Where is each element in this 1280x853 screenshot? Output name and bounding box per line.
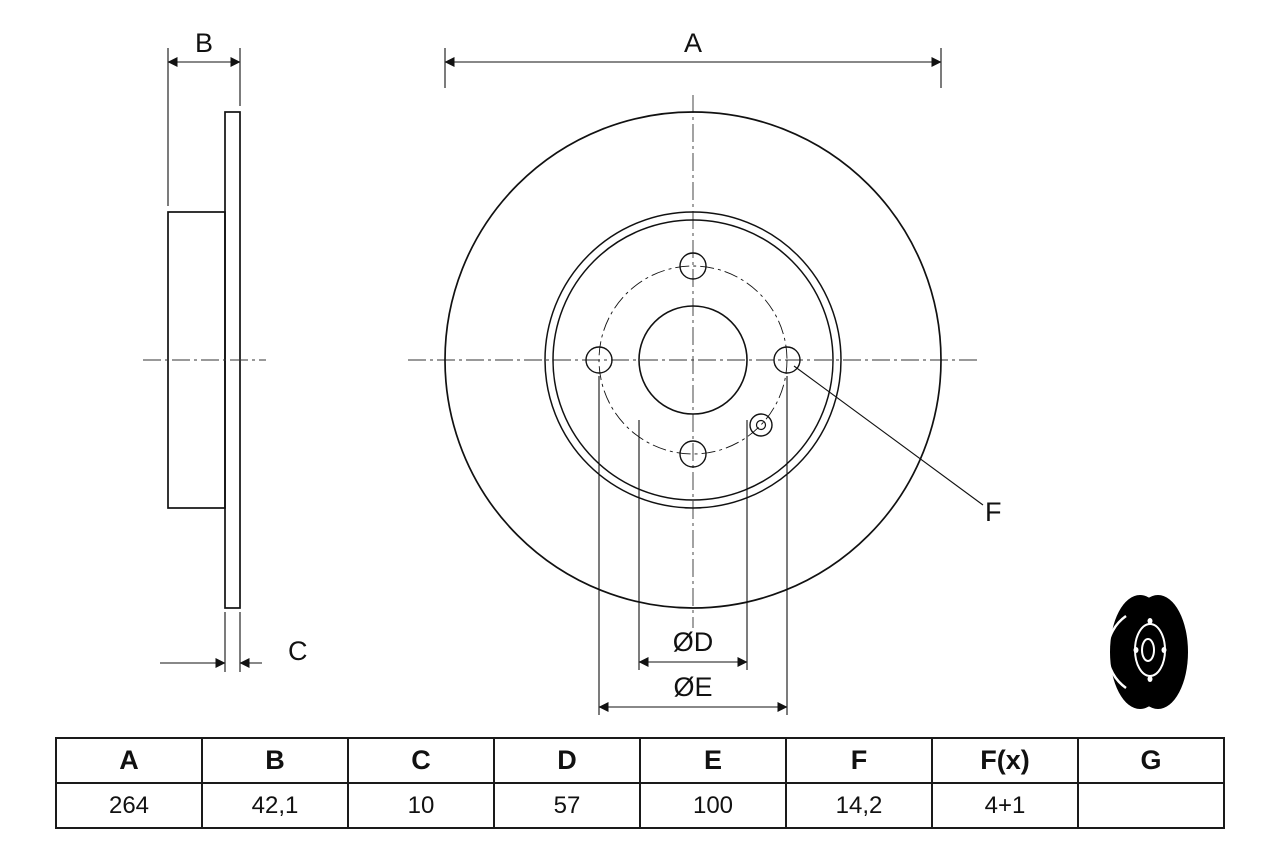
header-cell-e: E — [639, 737, 787, 784]
bolt-hole-left — [585, 346, 613, 374]
brake-disc-drawing: B C — [143, 28, 1188, 715]
header-cell-b: B — [201, 737, 349, 784]
value-cell-a: 264 — [55, 782, 203, 829]
header-cell-a: A — [55, 737, 203, 784]
front-view-centerlines — [408, 95, 978, 628]
center-bore-circle — [638, 305, 748, 415]
dimension-d-label: ØD — [673, 627, 714, 657]
value-cell-e: 100 — [639, 782, 787, 829]
f-leader-line — [793, 365, 984, 506]
value-cell-c: 10 — [347, 782, 495, 829]
brake-disc-3d-icon — [1106, 595, 1188, 709]
pin-hole-inner — [755, 419, 767, 431]
hat-inner-circle — [552, 219, 834, 501]
bolt-hole-bottom — [679, 440, 707, 468]
dimension-e-label: ØE — [673, 672, 712, 702]
dimension-a — [444, 48, 942, 88]
value-cell-fx: 4+1 — [931, 782, 1079, 829]
value-cell-d: 57 — [493, 782, 641, 829]
header-cell-c: C — [347, 737, 495, 784]
dimension-c — [160, 612, 262, 672]
pin-hole-outer — [749, 413, 773, 437]
bolt-circle-centerline — [598, 265, 788, 455]
dimension-c-label: C — [288, 636, 308, 666]
table-header-row: A B C D E F F(x) G — [55, 737, 1225, 784]
dimension-a-label: A — [684, 28, 702, 58]
hat-outer-circle — [544, 211, 842, 509]
value-cell-g — [1077, 782, 1225, 829]
dimension-f-label: F — [985, 497, 1002, 527]
dimension-table: A B C D E F F(x) G 264 42,1 10 57 100 14… — [55, 737, 1225, 829]
dimension-d — [638, 420, 748, 670]
dimension-b-label: B — [195, 28, 213, 58]
value-cell-f: 14,2 — [785, 782, 933, 829]
header-cell-d: D — [493, 737, 641, 784]
table-value-row: 264 42,1 10 57 100 14,2 4+1 — [55, 782, 1225, 829]
dimension-b — [167, 48, 241, 206]
bolt-hole-top — [679, 252, 707, 280]
header-cell-g: G — [1077, 737, 1225, 784]
value-cell-b: 42,1 — [201, 782, 349, 829]
dimension-e — [598, 376, 788, 715]
header-cell-fx: F(x) — [931, 737, 1079, 784]
front-view — [444, 111, 942, 609]
header-cell-f: F — [785, 737, 933, 784]
disc-outer-circle — [444, 111, 942, 609]
bolt-hole-right — [773, 346, 801, 374]
